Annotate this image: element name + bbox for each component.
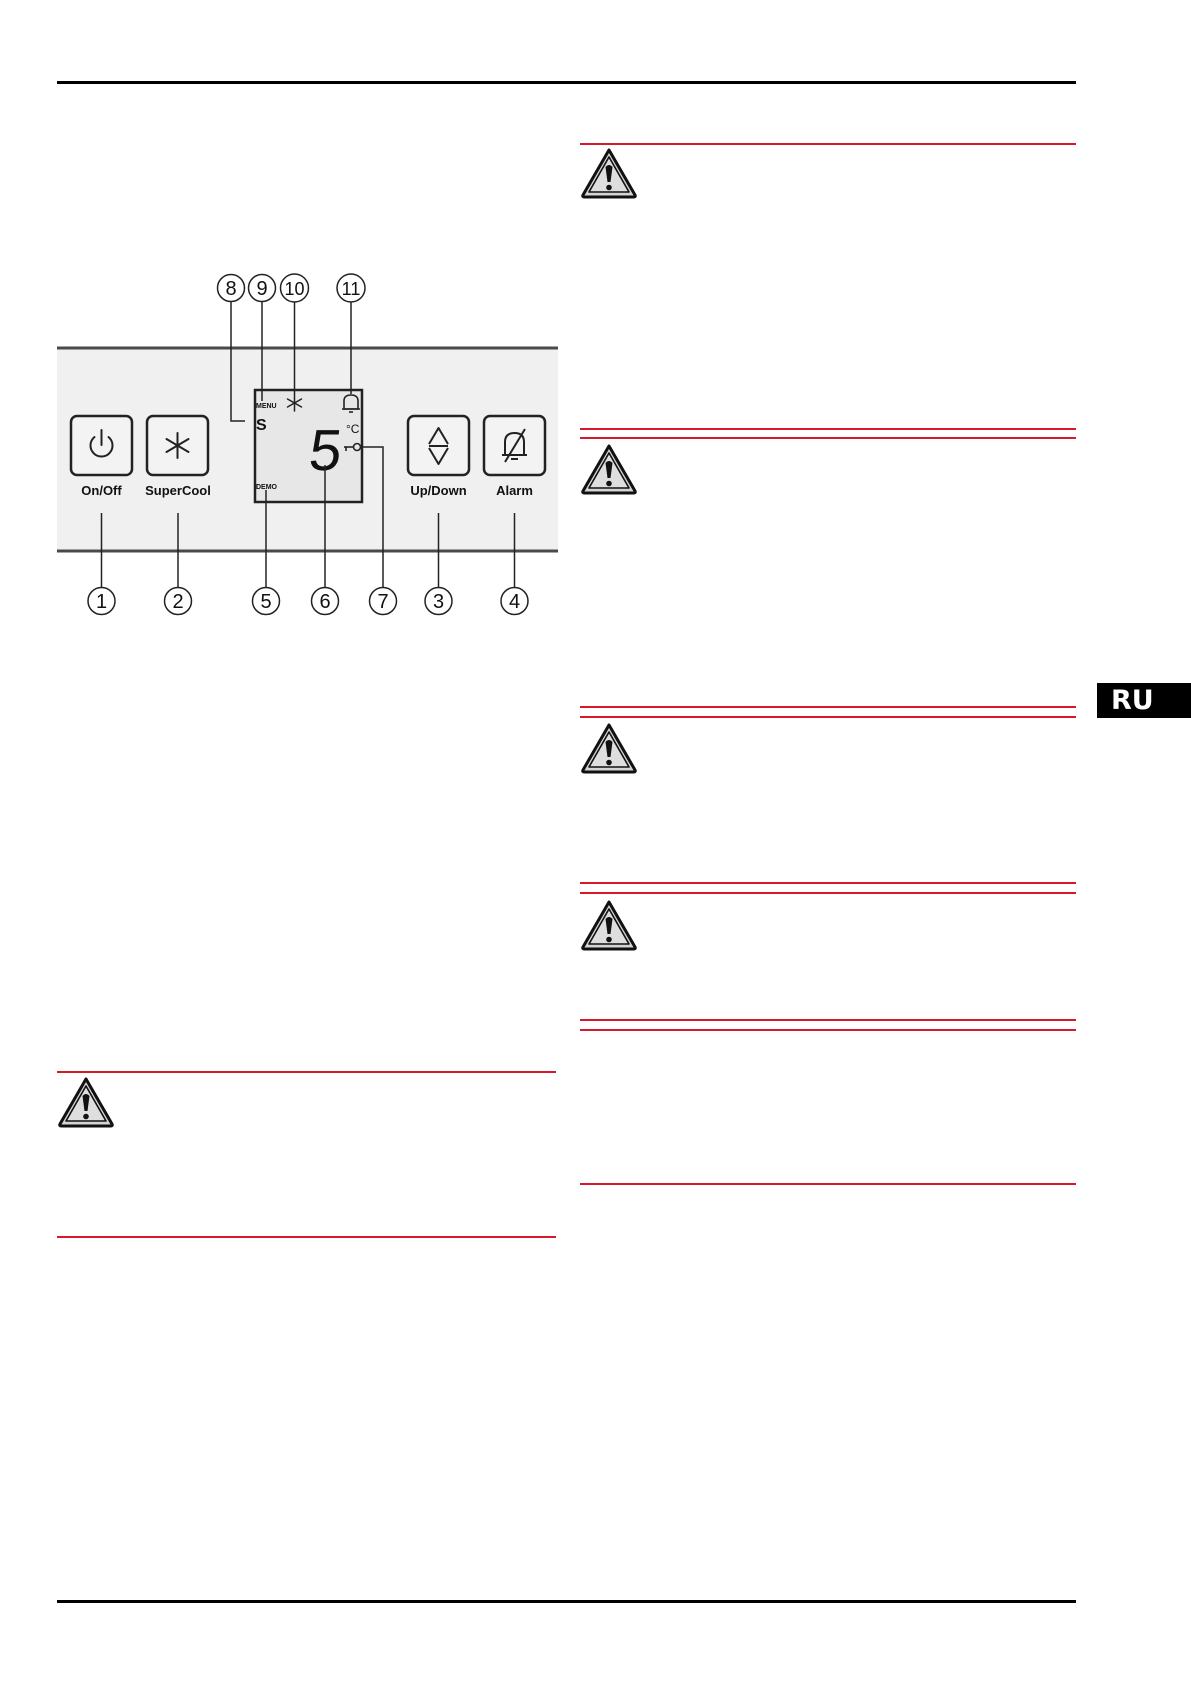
alarm-label: Alarm [496, 483, 533, 498]
footer-rule [57, 1600, 1076, 1603]
warning-icon [580, 443, 638, 495]
callout-circle: 2 [163, 586, 193, 616]
up-down-arrows-icon [428, 427, 449, 465]
note-block-bottom-rule [580, 1183, 1076, 1185]
svg-text:4: 4 [509, 591, 520, 613]
callout-circle: 6 [310, 586, 340, 616]
on-off-label: On/Off [81, 483, 122, 498]
warning-block-2-top-rule-b [580, 437, 1076, 439]
supercool-label: SuperCool [145, 483, 211, 498]
svg-text:11: 11 [342, 279, 361, 299]
svg-text:10: 10 [284, 279, 304, 299]
supercool-button[interactable]: SuperCool [145, 414, 211, 498]
bell-muted-icon [502, 428, 527, 463]
warning-block-2-top-rule-a [580, 428, 1076, 430]
snowflake-icon [165, 432, 190, 459]
language-tab[interactable]: RU [1097, 683, 1191, 718]
warning-icon [580, 147, 638, 199]
callout-circle: 8 [216, 273, 246, 303]
svg-text:9: 9 [256, 278, 267, 300]
on-off-button[interactable]: On/Off [69, 414, 134, 498]
display-snowflake-icon [286, 394, 303, 412]
alarm-button[interactable]: Alarm [482, 414, 547, 498]
svg-text:5: 5 [260, 591, 271, 613]
unit-celsius: °C [346, 422, 360, 436]
bell-icon [342, 394, 360, 413]
header-rule [57, 81, 1076, 84]
left-warning-bottom-rule [57, 1236, 556, 1238]
callout-circle: 5 [251, 586, 281, 616]
callouts-bottom: 1 2 5 6 7 3 4 [87, 586, 529, 616]
left-warning-top-rule [57, 1071, 556, 1073]
warning-block-3-top-rule-a [580, 706, 1076, 708]
warning-block-3-top-rule-b [580, 716, 1076, 718]
svg-text:7: 7 [377, 591, 388, 613]
up-down-label: Up/Down [410, 483, 466, 498]
svg-text:2: 2 [172, 591, 183, 613]
menu-label: MENU [256, 403, 277, 410]
warning-block-1-top-rule [580, 143, 1076, 145]
demo-label: DEMO [256, 484, 278, 491]
callout-circle: 9 [247, 273, 277, 303]
warning-icon [580, 899, 638, 951]
svg-text:6: 6 [319, 591, 330, 613]
callouts-top: 8 9 10 11 [216, 273, 366, 303]
key-icon [344, 442, 362, 452]
lcd-display: MENU S 5 °C DEMO [253, 388, 364, 504]
note-block-top-rule-b [580, 1029, 1076, 1031]
warning-block-4-top-rule-b [580, 892, 1076, 894]
svg-text:3: 3 [433, 591, 444, 613]
callout-circle: 4 [500, 586, 529, 616]
callout-circle: 10 [279, 273, 310, 303]
callout-circle: 11 [336, 273, 366, 303]
svg-text:8: 8 [225, 278, 236, 300]
svg-text:1: 1 [96, 591, 107, 613]
s-indicator: S [256, 417, 267, 434]
warning-icon [580, 722, 638, 774]
up-down-button[interactable]: Up/Down [406, 414, 471, 498]
control-panel-diagram: On/Off SuperCool MENU S 5 °C [57, 273, 558, 616]
power-icon [89, 429, 114, 458]
warning-icon [57, 1076, 115, 1128]
warning-block-4-top-rule-a [580, 882, 1076, 884]
callout-circle: 1 [87, 586, 116, 616]
note-block-top-rule-a [580, 1019, 1076, 1021]
leader-lines [100, 302, 516, 587]
callout-circle: 7 [368, 586, 398, 616]
callout-circle: 3 [424, 586, 453, 616]
